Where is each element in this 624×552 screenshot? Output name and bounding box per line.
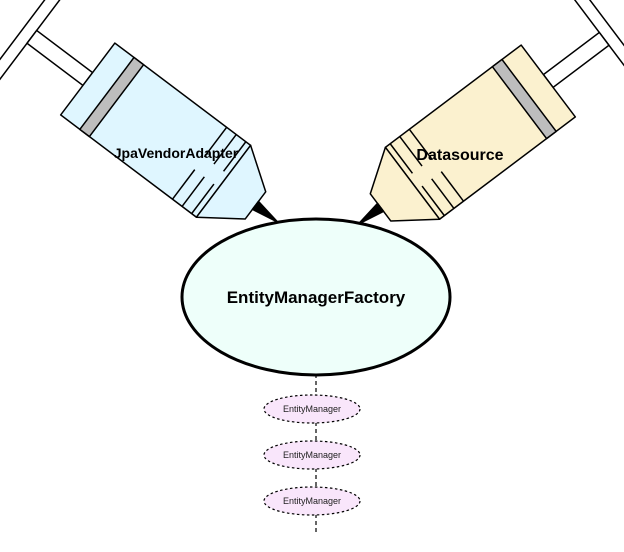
syringe-datasource (357, 0, 624, 225)
entitymanager-node: EntityManager (263, 440, 361, 470)
entitymanager-shape (263, 486, 361, 516)
plunger-rod (542, 31, 610, 89)
graduation-mark (222, 141, 247, 172)
graduation-mark (440, 171, 465, 202)
entitymanagerfactory-label: EntityManagerFactory (227, 288, 406, 307)
entitymanager-label: EntityManager (283, 496, 341, 506)
graduation-mark (399, 136, 423, 167)
plunger-stopper (79, 56, 145, 138)
datasource-label: Datasource (416, 147, 503, 164)
graduation-mark (213, 134, 237, 165)
plunger-stopper (491, 58, 557, 140)
graduation-mark (408, 128, 433, 160)
entitymanager-node: EntityManager (263, 394, 361, 424)
syringe-nozzle (195, 144, 267, 220)
graduation-mark (203, 126, 228, 158)
graduation-mark (431, 178, 455, 209)
entitymanager-label: EntityManager (283, 450, 341, 460)
syringe-nozzle (369, 146, 441, 222)
syringe-needle (357, 202, 385, 225)
jpavendoradapter-label: JpaVendorAdapter (114, 145, 239, 161)
entitymanagerfactory-node (180, 217, 452, 377)
entitymanager-label: EntityManager (283, 404, 341, 414)
syringe-needle (251, 200, 279, 223)
graduation-mark (191, 183, 215, 215)
entitymanager-shape (263, 394, 361, 424)
plunger-rod (26, 29, 94, 87)
graduation-mark (421, 185, 445, 217)
syringe-jpavendoradapter (0, 0, 279, 223)
entitymanager-node: EntityManager (263, 486, 361, 516)
graduation-mark (171, 169, 196, 200)
graduation-mark (389, 143, 414, 174)
graduation-mark (181, 176, 205, 207)
entitymanager-shape (263, 440, 361, 470)
